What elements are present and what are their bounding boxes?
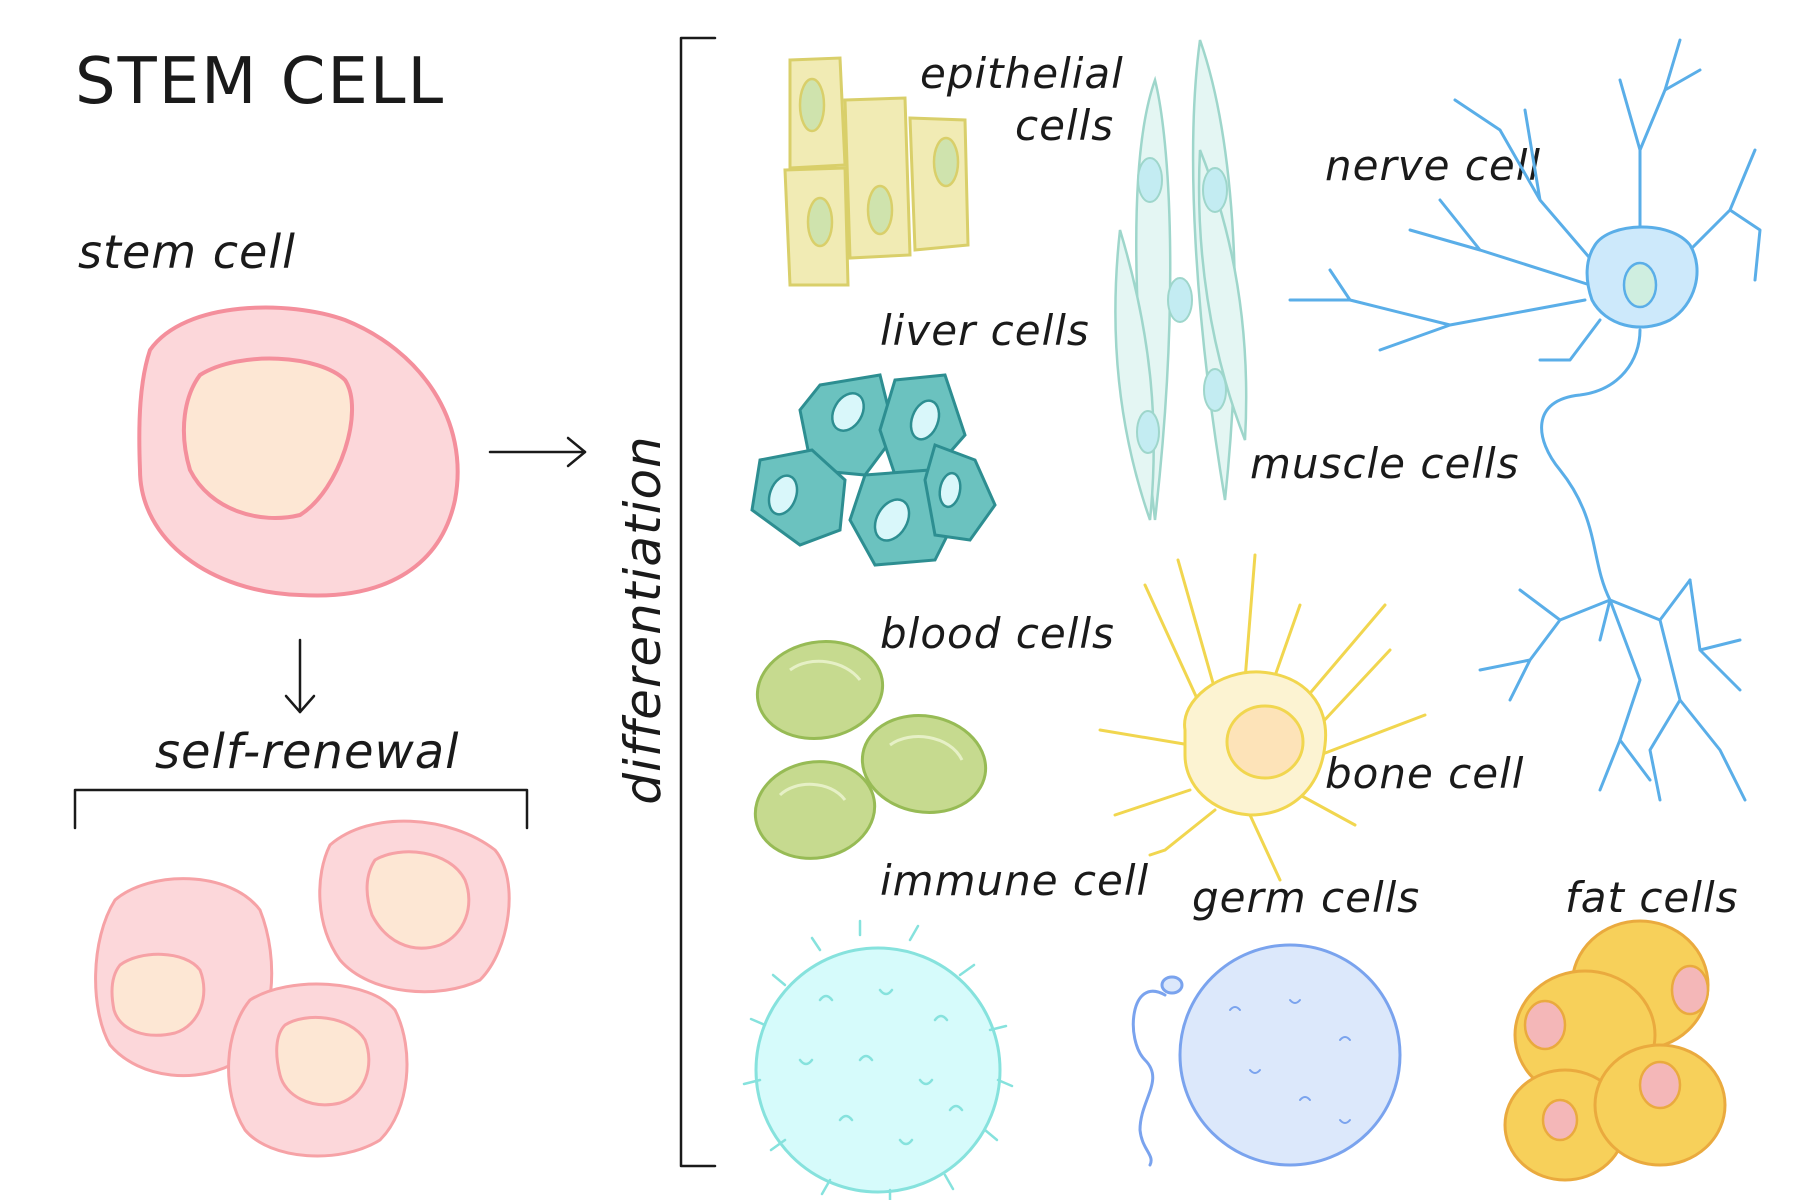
liver-label: liver cells	[880, 306, 1090, 355]
page-title: STEM CELL	[75, 45, 445, 119]
bone-label: bone cell	[1325, 749, 1524, 798]
germ-label: germ cells	[1192, 873, 1420, 922]
daughter-cell	[94, 877, 274, 1078]
liver-cells	[750, 373, 997, 567]
fat-label: fat cells	[1565, 873, 1739, 922]
stem-cell	[137, 305, 460, 598]
daughter-cell	[318, 819, 511, 994]
self-renewal-arrow	[284, 638, 316, 714]
germ-cells	[1131, 943, 1402, 1167]
immune-label: immune cell	[880, 856, 1149, 905]
fat-cells	[1503, 919, 1727, 1182]
differentiation-bracket	[679, 36, 717, 1168]
blood-cells	[753, 639, 988, 860]
nerve-label: nerve cell	[1325, 141, 1541, 190]
nerve-cell	[1288, 38, 1762, 802]
differentiation-label: differentiation	[614, 435, 672, 805]
immune-cell	[742, 919, 1014, 1200]
nerve-soma	[1585, 225, 1699, 329]
epithelial-label-2: cells	[1015, 101, 1114, 150]
self-renewal-label: self-renewal	[155, 724, 459, 780]
self-renewal-bracket	[73, 788, 529, 830]
differentiation-arrow	[488, 436, 587, 468]
epithelial-cells	[783, 56, 970, 287]
muscle-cells	[1114, 39, 1248, 521]
daughter-cell	[227, 982, 409, 1158]
blood-label: blood cells	[880, 609, 1115, 658]
stem-cell-label: stem cell	[78, 225, 296, 279]
epithelial-label: epithelial	[920, 49, 1124, 98]
bone-cell	[1098, 553, 1427, 882]
muscle-label: muscle cells	[1250, 439, 1520, 488]
